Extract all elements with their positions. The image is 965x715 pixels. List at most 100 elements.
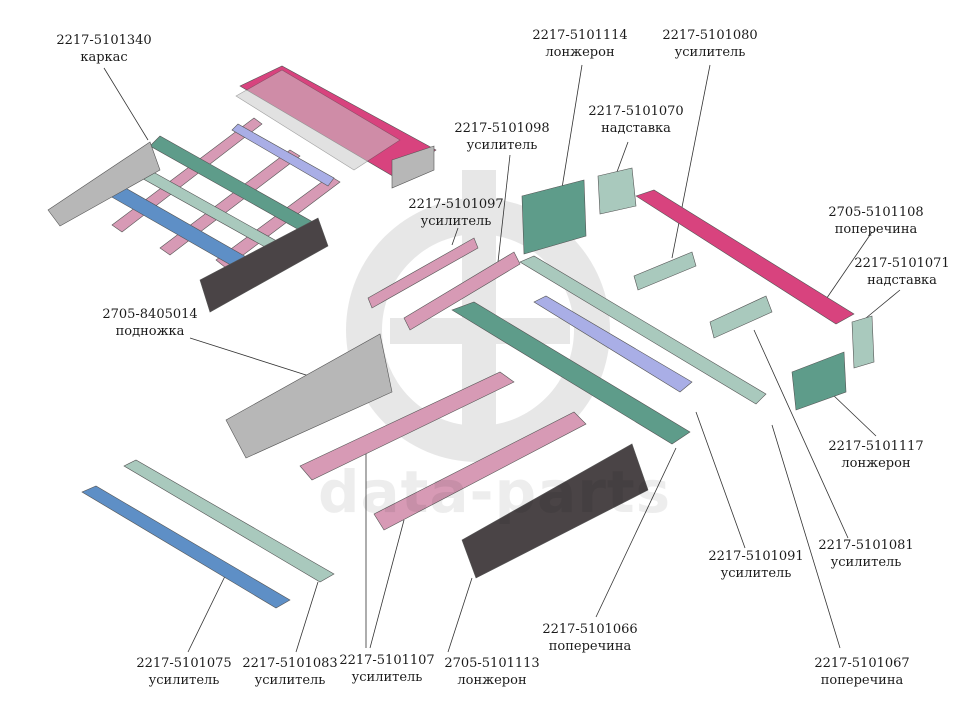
label-code: 2217-5101098 — [454, 121, 550, 136]
label-name: поперечина — [820, 673, 904, 688]
leader-lonzheron-1114 — [561, 64, 583, 189]
label-name: усилитель — [674, 45, 746, 60]
leader-lonzheron-1113 — [447, 577, 473, 653]
label-code: 2217-5101075 — [136, 656, 232, 671]
label-code: 2217-5101083 — [242, 656, 338, 671]
leader-lines — [103, 64, 901, 653]
label-name: усилитель — [351, 670, 423, 685]
label-lonzheron-1113: 2705-5101113 лонжерон — [432, 655, 552, 689]
leader-karkas — [103, 67, 149, 141]
label-code: 2217-5101117 — [828, 439, 924, 454]
label-code: 2217-5101107 — [339, 653, 435, 668]
part-podnozhka — [225, 333, 393, 459]
karkas-right-step — [199, 217, 329, 313]
label-name: усилитель — [254, 673, 326, 688]
label-name: поперечина — [834, 222, 918, 237]
label-name: усилитель — [148, 673, 220, 688]
part-poperechina-1067 — [519, 255, 767, 405]
label-nadstavka-1071: 2217-5101071 надставка — [842, 255, 962, 289]
label-lonzheron-1117: 2217-5101117 лонжерон — [816, 438, 936, 472]
karkas-lavender-bar — [231, 123, 335, 187]
part-usilitel-1097 — [367, 237, 479, 309]
label-nadstavka-1070: 2217-5101070 надставка — [576, 103, 696, 137]
karkas-long-rail-3 — [215, 175, 341, 269]
label-poperechina-1066: 2217-5101066 поперечина — [530, 621, 650, 655]
label-code: 2217-5101067 — [814, 656, 910, 671]
label-code: 2705-5101113 — [444, 656, 540, 671]
label-usilitel-1083: 2217-5101083 усилитель — [230, 655, 350, 689]
part-lonzheron-1113 — [461, 443, 649, 579]
leader-usilitel-1107-b — [369, 519, 405, 649]
part-lonzheron-1117 — [791, 351, 847, 411]
label-name: лонжерон — [545, 45, 615, 60]
label-code: 2705-5101108 — [828, 205, 924, 220]
label-code: 2217-5101066 — [542, 622, 638, 637]
label-usilitel-1098: 2217-5101098 усилитель — [442, 120, 562, 154]
label-code: 2217-5101097 — [408, 197, 504, 212]
label-poperechina-1108: 2705-5101108 поперечина — [816, 204, 936, 238]
label-name: усилитель — [720, 566, 792, 581]
leader-lonzheron-1117 — [831, 393, 877, 437]
label-name: лонжерон — [457, 673, 527, 688]
label-usilitel-1091: 2217-5101091 усилитель — [696, 548, 816, 582]
label-name: надставка — [601, 121, 671, 136]
leader-usilitel-1098 — [497, 154, 511, 263]
leader-poperechina-1067 — [771, 424, 841, 649]
leader-usilitel-1097 — [451, 227, 459, 246]
leader-podnozhka — [189, 337, 329, 383]
label-karkas: 2217-5101340 каркас — [44, 32, 164, 66]
label-name: лонжерон — [841, 456, 911, 471]
leader-nadstavka-1071 — [865, 289, 901, 319]
label-usilitel-1097: 2217-5101097 усилитель — [396, 196, 516, 230]
label-lonzheron-1114: 2217-5101114 лонжерон — [520, 27, 640, 61]
part-nadstavka-1071 — [851, 315, 875, 369]
part-usilitel-1083 — [123, 459, 335, 583]
label-name: усилитель — [466, 138, 538, 153]
label-code: 2705-8405014 — [102, 307, 198, 322]
label-code: 2217-5101071 — [854, 256, 950, 271]
label-name: надставка — [867, 273, 937, 288]
leader-poperechina-1108 — [819, 231, 873, 309]
leader-poperechina-1066 — [595, 447, 677, 618]
label-name: поперечина — [548, 639, 632, 654]
part-usilitel-1107-upper — [299, 371, 515, 481]
label-code: 2217-5101340 — [56, 33, 152, 48]
watermark-text: data-parts — [318, 458, 672, 526]
part-nadstavka-1070 — [597, 167, 637, 215]
leader-usilitel-1080 — [671, 64, 711, 259]
label-usilitel-1075: 2217-5101075 усилитель — [124, 655, 244, 689]
part-usilitel-1081 — [709, 295, 773, 339]
label-podnozhka: 2705-8405014 подножка — [90, 306, 210, 340]
part-usilitel-1091 — [533, 295, 693, 393]
leader-usilitel-1075 — [187, 569, 229, 653]
label-usilitel-1080: 2217-5101080 усилитель — [650, 27, 770, 61]
leader-usilitel-1081 — [753, 329, 849, 539]
label-name: подножка — [115, 324, 185, 339]
part-usilitel-1107-lower — [373, 411, 587, 531]
karkas-assembly — [47, 65, 437, 313]
label-code: 2217-5101114 — [532, 28, 628, 43]
karkas-left-side — [47, 141, 161, 227]
karkas-rear-bracket — [391, 145, 435, 189]
part-usilitel-1098 — [403, 251, 521, 331]
part-usilitel-1080 — [633, 251, 697, 291]
label-poperechina-1067: 2217-5101067 поперечина — [802, 655, 922, 689]
label-code: 2217-5101091 — [708, 549, 804, 564]
karkas-upper-deck — [235, 69, 401, 171]
part-usilitel-1075 — [81, 485, 291, 609]
label-code: 2217-5101080 — [662, 28, 758, 43]
label-code: 2217-5101070 — [588, 104, 684, 119]
part-poperechina-1066 — [451, 301, 691, 445]
part-lonzheron-1114 — [521, 179, 587, 255]
part-poperechina-1108 — [635, 189, 855, 325]
label-code: 2217-5101081 — [818, 538, 914, 553]
label-usilitel-1081: 2217-5101081 усилитель — [806, 537, 926, 571]
leader-usilitel-1083 — [295, 581, 319, 653]
label-name: усилитель — [830, 555, 902, 570]
leader-usilitel-1091 — [695, 411, 746, 549]
label-name: усилитель — [420, 214, 492, 229]
label-usilitel-1107: 2217-5101107 усилитель — [327, 652, 447, 686]
label-name: каркас — [80, 50, 128, 65]
